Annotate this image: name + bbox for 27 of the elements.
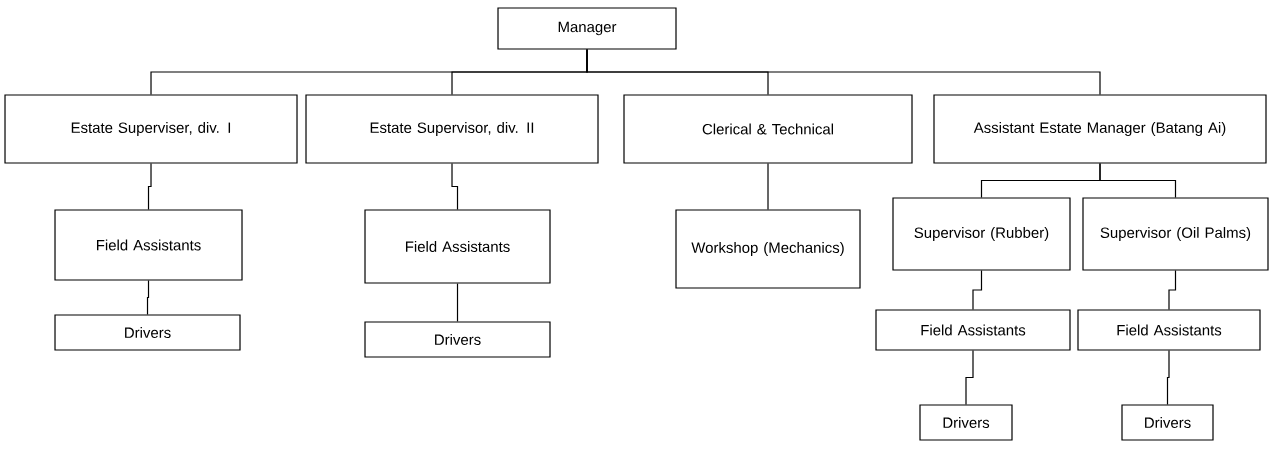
connector-line xyxy=(1166,350,1170,405)
org-box: Drivers xyxy=(364,321,551,358)
connector-line xyxy=(586,49,1101,95)
org-box: Field Assistants xyxy=(54,209,243,281)
org-box: Manager xyxy=(497,7,677,50)
org-box: Field Assistants xyxy=(364,209,551,284)
org-box: Workshop (Mechanics) xyxy=(675,209,861,289)
connector-line xyxy=(147,163,152,210)
connector-line xyxy=(767,163,769,210)
org-box: Clerical & Technical xyxy=(623,94,913,164)
org-box: Drivers xyxy=(919,404,1013,441)
org-box: Drivers xyxy=(1121,404,1214,441)
connector-line xyxy=(146,280,150,315)
org-box: Estate Superviser, div. I xyxy=(4,94,298,164)
org-box: Assistant Estate Manager (Batang Ai) xyxy=(933,94,1267,164)
org-box: Estate Supervisor, div. II xyxy=(305,94,599,164)
org-box: Field Assistants xyxy=(875,309,1071,351)
connector-line xyxy=(456,283,459,322)
org-box: Drivers xyxy=(54,314,241,351)
connector-line xyxy=(451,163,459,210)
connector-line xyxy=(1099,163,1177,198)
org-box: Field Assistants xyxy=(1077,309,1261,351)
connector-line xyxy=(972,270,983,310)
connector-line xyxy=(1168,270,1177,310)
connector-line xyxy=(965,350,974,405)
org-box: Supervisor (Rubber) xyxy=(892,197,1071,271)
org-box: Supervisor (Oil Palms) xyxy=(1082,197,1269,271)
